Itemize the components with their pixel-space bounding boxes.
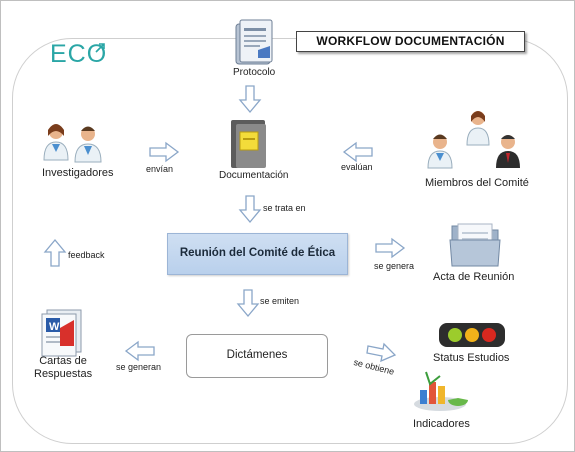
status-label: Status Estudios [433,352,510,364]
flow-arrows [43,85,406,363]
edge-se-trata-en: se trata en [263,203,306,213]
arrow-reunion-dict [236,289,260,318]
arrow-miembros-doc [342,141,373,163]
documentacion-label: Documentación [219,170,289,181]
workflow-boundary [12,38,568,444]
arrow-reunion-acta [375,237,406,259]
arrow-doc-reunion [238,195,262,224]
workflow-title-box: WORKFLOW DOCUMENTACIÓN [296,31,525,52]
investigadores-label: Investigadores [42,167,114,179]
edge-feedback: feedback [68,250,105,260]
protocol-document-icon [235,19,273,65]
protocolo-label: Protocolo [233,67,276,78]
edge-se-genera: se genera [374,261,415,271]
arrow-dict-cartas [124,340,155,362]
svg-text:W: W [49,321,60,333]
edge-se-generan: se generan [116,362,162,372]
pdf-letters-icon: W [41,309,82,357]
edge-evaluan: evalúan [341,162,373,172]
traffic-light-icon [439,323,505,347]
edge-se-emiten: se emiten [260,296,300,306]
folder-icon [449,223,501,267]
arrow-dict-status [366,342,397,363]
arrow-investigadores-doc [149,141,180,163]
acta-label: Acta de Reunión [433,271,515,283]
folder-document-icon [231,120,266,168]
dictamenes-label: Dictámenes [226,349,288,361]
doctors-pair-icon [43,124,102,163]
edge-envian: envían [146,164,174,174]
committee-people-icon [427,111,520,169]
miembros-label: Miembros del Comité [425,177,529,189]
reunion-comite-label: Reunión del Comité de Ética [179,247,336,259]
arrow-feedback-up [43,238,67,267]
cartas-label: Cartas de Respuestas [34,355,93,380]
indicadores-label: Indicadores [413,418,470,430]
reunion-comite-box: Reunión del Comité de Ética [167,233,348,275]
dictamenes-box: Dictámenes [186,334,328,378]
workflow-title: WORKFLOW DOCUMENTACIÓN [316,34,505,48]
chart-indicators-icon [414,371,468,411]
arrow-protocolo-doc [238,85,262,114]
